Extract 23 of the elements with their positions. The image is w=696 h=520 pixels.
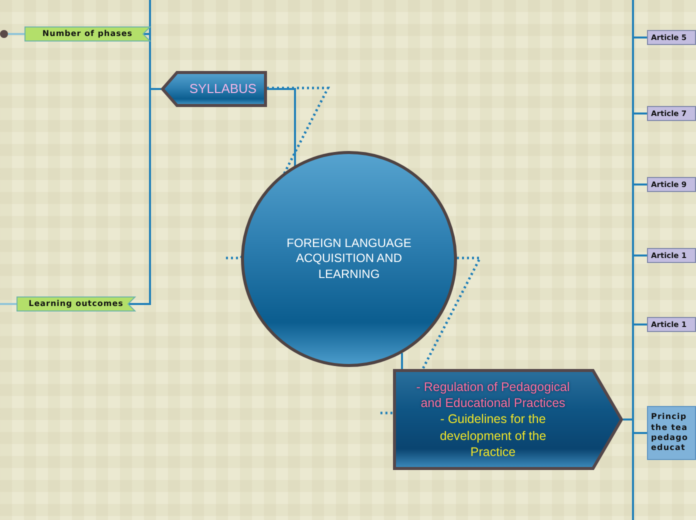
topic-label: Number of phases [42,28,133,40]
subtopic-box [647,248,696,263]
topic-label: - Guidelines for the development of the Practice [438,411,548,460]
topic-box [161,71,267,107]
topic-ribbon [17,297,135,311]
topic-ribbon [25,27,150,41]
connector-line [401,353,403,369]
subtopic-box [647,317,696,332]
subtopic-label: Princip the tea pedago educat [651,412,690,454]
connector-line [0,303,17,305]
endpoint-dot [0,30,8,38]
subtopic-box [647,30,696,45]
connector-line [8,33,25,35]
topic-label: - Regulation of Pedagogical and Educational Practices [415,378,571,412]
subtopic-box [647,106,696,121]
topic-label: Learning outcomes [28,298,124,310]
topic-label: SYLLABUS [189,80,257,98]
subtopic-box [647,177,696,192]
topic-box [393,369,623,470]
subtopic-box [647,406,696,460]
central-topic-circle [241,151,457,367]
central-topic-label: FOREIGN LANGUAGE ACQUISITION AND LEARNING [286,236,412,282]
connector-line [267,88,296,166]
